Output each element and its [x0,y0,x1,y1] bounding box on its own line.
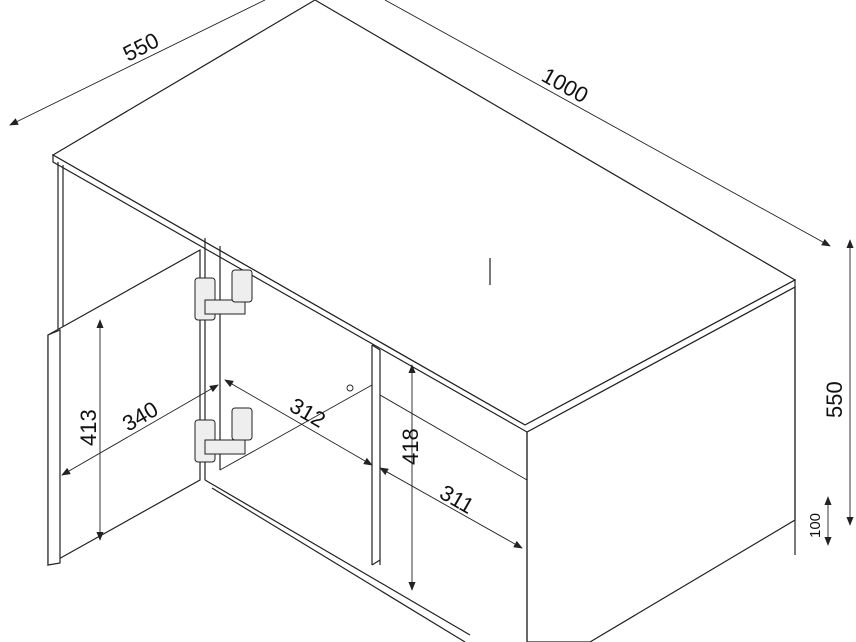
door-edge [47,329,61,566]
dim-leg-clearance: 100 [807,513,824,538]
lock-hole [346,384,354,392]
hinge-top [194,269,253,321]
dim-right-height: 418 [398,428,423,465]
dim-top-width: 1000 [538,63,593,109]
dim-door-height: 413 [76,409,101,446]
hinge-bottom [194,407,253,463]
dim-top-depth: 550 [119,28,163,67]
dim-total-height: 550 [822,381,847,418]
dimension-lines [9,0,854,591]
dim-left-depth: 312 [286,393,330,433]
dim-right-depth: 311 [436,480,479,519]
open-door [47,248,201,567]
